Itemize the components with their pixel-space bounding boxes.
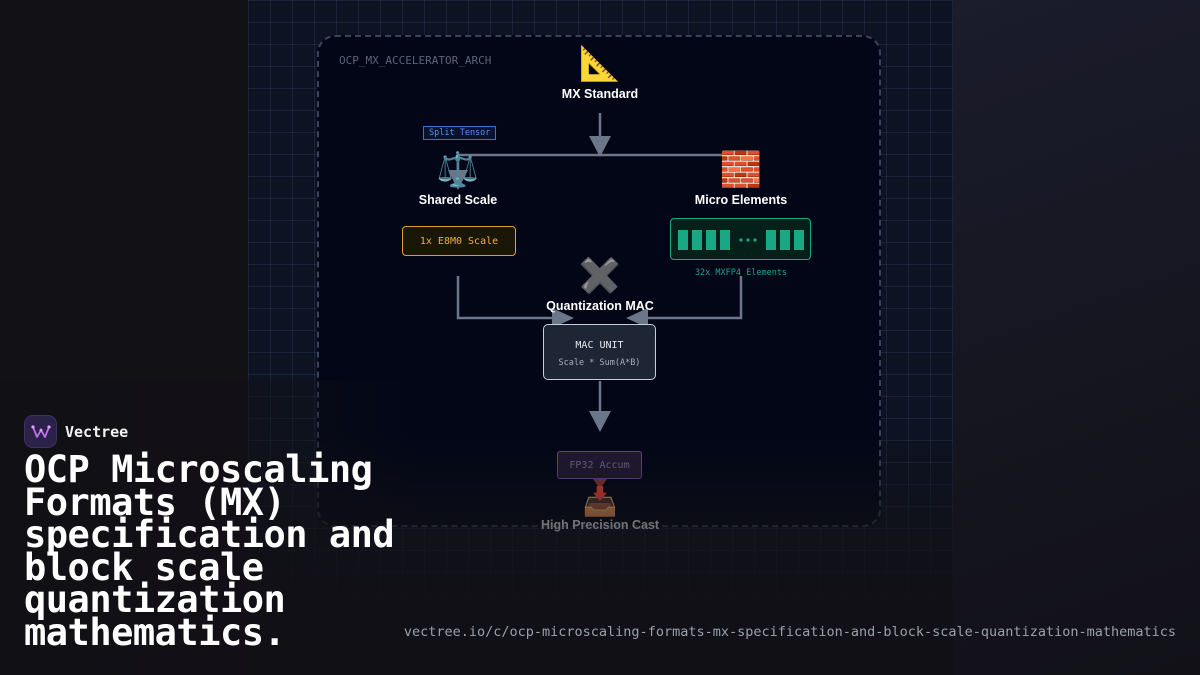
brand-name: Vectree (65, 422, 129, 441)
micro-elements-label: Micro Elements (694, 193, 788, 207)
fp32-accum-box: FP32 Accum (557, 451, 642, 479)
micro-element-blocks (678, 230, 804, 250)
arrow-standard-head (589, 136, 611, 157)
mac-unit-title: MAC UNIT (575, 340, 624, 351)
balance-scale-icon: ⚖️ (436, 150, 480, 190)
right-background (953, 0, 1200, 675)
page-title: OCP Microscaling Formats (MX) specificat… (24, 448, 395, 654)
inbox-tray-icon: 📥 (582, 485, 618, 518)
triangular-ruler-icon: 📐 (578, 44, 622, 84)
wire-micro-to-mac (640, 276, 743, 320)
brand: Vectree (24, 415, 128, 448)
arrow-scale-head (448, 170, 468, 190)
split-tensor-label: Split Tensor (423, 126, 497, 140)
arrow-scale-mac-head (552, 308, 574, 328)
arch-label: OCP_MX_ACCELERATOR_ARCH (339, 54, 492, 67)
shared-scale-label: Shared Scale (418, 193, 498, 207)
quantization-mac-label: Quantization MAC (546, 299, 654, 313)
micro-elements-caption: 32x MXFP4 Elements (694, 268, 788, 278)
arrow-mac-down-head (589, 411, 611, 432)
brick-icon: 🧱 (719, 150, 763, 190)
wire-scale-to-mac (456, 276, 560, 320)
arrow-micro-mac-head (626, 308, 648, 328)
multiply-icon: ✖️ (578, 256, 622, 296)
mac-unit-formula: Scale * Sum(A*B) (558, 358, 641, 368)
micro-elements-box (670, 218, 811, 260)
mac-unit-box: MAC UNIT Scale * Sum(A*B) (543, 324, 656, 380)
vectree-logo-icon (24, 415, 57, 448)
high-precision-cast-label: High Precision Cast (540, 518, 660, 532)
page-url[interactable]: vectree.io/c/ocp-microscaling-formats-mx… (403, 624, 1176, 640)
mx-standard-label: MX Standard (561, 87, 639, 101)
e8m0-scale-box: 1x E8M0 Scale (402, 226, 516, 256)
